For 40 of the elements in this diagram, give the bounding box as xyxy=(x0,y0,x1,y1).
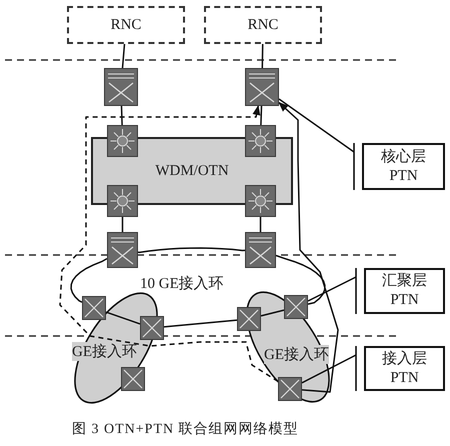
ring-label: GE接入环 xyxy=(264,345,329,364)
link-line xyxy=(122,44,126,68)
link-line xyxy=(122,217,124,232)
caption: 图 3 OTN+PTN 联合组网网络模型 xyxy=(72,420,299,438)
rnc-box: RNC xyxy=(204,6,322,44)
access-device-icon xyxy=(284,295,308,319)
router-icon xyxy=(245,185,276,217)
leader-line xyxy=(302,354,356,384)
link-line xyxy=(120,106,123,126)
link-line xyxy=(106,311,140,325)
rnc-box: RNC xyxy=(67,6,185,44)
link-line xyxy=(138,247,246,254)
access-device-icon xyxy=(121,367,145,391)
access-device-icon xyxy=(237,307,261,331)
arrow xyxy=(278,102,339,393)
router-icon xyxy=(107,125,138,157)
link-line xyxy=(260,106,262,126)
layer-label-box: 核心层 PTN xyxy=(362,143,445,190)
switch-icon xyxy=(107,232,138,268)
link-line xyxy=(262,44,264,68)
ring-label: GE接入环 xyxy=(72,342,137,361)
link-line xyxy=(164,319,238,328)
access-device-icon xyxy=(278,377,302,401)
link-line xyxy=(70,258,108,303)
layer-label-box: 汇聚层 PTN xyxy=(364,268,445,314)
access-device-icon xyxy=(140,316,164,340)
layer-label-box: 接入层 PTN xyxy=(364,346,445,391)
link-line xyxy=(276,254,326,305)
router-icon xyxy=(107,185,138,217)
link-line xyxy=(260,309,284,317)
arrow xyxy=(59,105,278,382)
switch-icon xyxy=(245,232,276,268)
router-icon xyxy=(245,125,276,157)
leader-line xyxy=(278,98,354,153)
switch-icon xyxy=(245,68,279,106)
link-line xyxy=(260,217,262,232)
ring-label: 10 GE接入环 xyxy=(140,274,224,293)
switch-icon xyxy=(104,68,138,106)
leader-line xyxy=(308,276,356,302)
access-device-icon xyxy=(82,296,106,320)
